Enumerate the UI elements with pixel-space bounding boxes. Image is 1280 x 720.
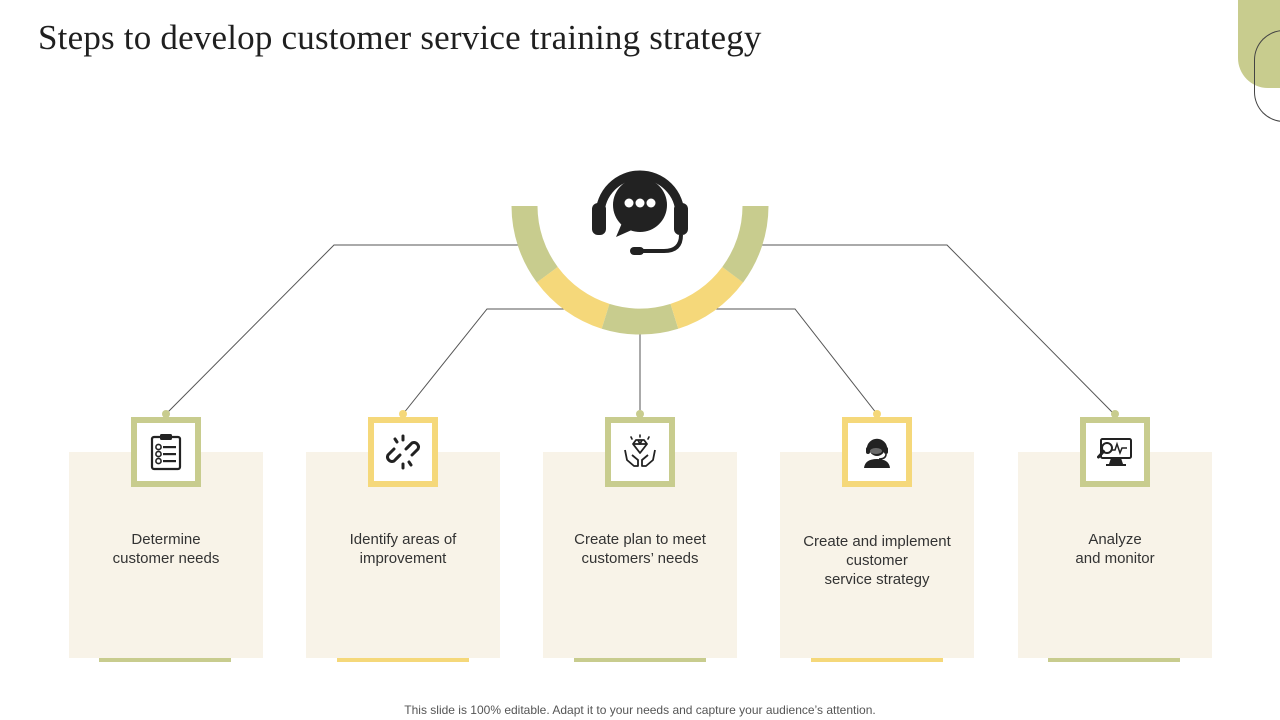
broken-link-icon: [386, 434, 420, 470]
step-label-2: Identify areas of improvement: [349, 531, 457, 567]
connector-dot-5: [1111, 410, 1119, 418]
footer-note: This slide is 100% editable. Adapt it to…: [404, 703, 876, 717]
step-card-bar-4: [811, 658, 943, 662]
connector-dot-4: [873, 410, 881, 418]
diamond-hands-icon: [624, 434, 656, 467]
connector-step-1: [165, 244, 520, 415]
step-icon-box-5: [1080, 417, 1150, 487]
center-ring: [511, 205, 769, 335]
connector-dot-2: [399, 410, 407, 418]
step-label-3: Create plan to meet customers’ needs: [574, 531, 706, 567]
checklist-icon: [150, 434, 182, 471]
step-card-bar-5: [1048, 658, 1180, 662]
step-icon-box-4: [842, 417, 912, 487]
step-label-4: Create and implement customer service st…: [803, 533, 951, 588]
connector-step-5: [760, 244, 1115, 415]
monitor-analytics-icon: [1097, 438, 1132, 466]
step-label-5: Analyze and monitor: [1075, 531, 1155, 567]
step-icon-box-2: [368, 417, 438, 487]
connector-dot-1: [162, 410, 170, 418]
agent-headset-icon: [864, 438, 890, 468]
step-icon-box-3: [605, 417, 675, 487]
connector-step-2: [402, 308, 580, 415]
slide-title: Steps to develop customer service traini…: [38, 18, 762, 57]
step-card-bar-3: [574, 658, 706, 662]
headset-chat-icon: [592, 170, 688, 255]
step-label-1: Determine customer needs: [112, 531, 220, 567]
step-card-bar-1: [99, 658, 231, 662]
step-card-bar-2: [337, 658, 469, 662]
connector-dot-3: [636, 410, 644, 418]
step-icon-box-1: [131, 417, 201, 487]
connector-step-4: [700, 308, 878, 415]
